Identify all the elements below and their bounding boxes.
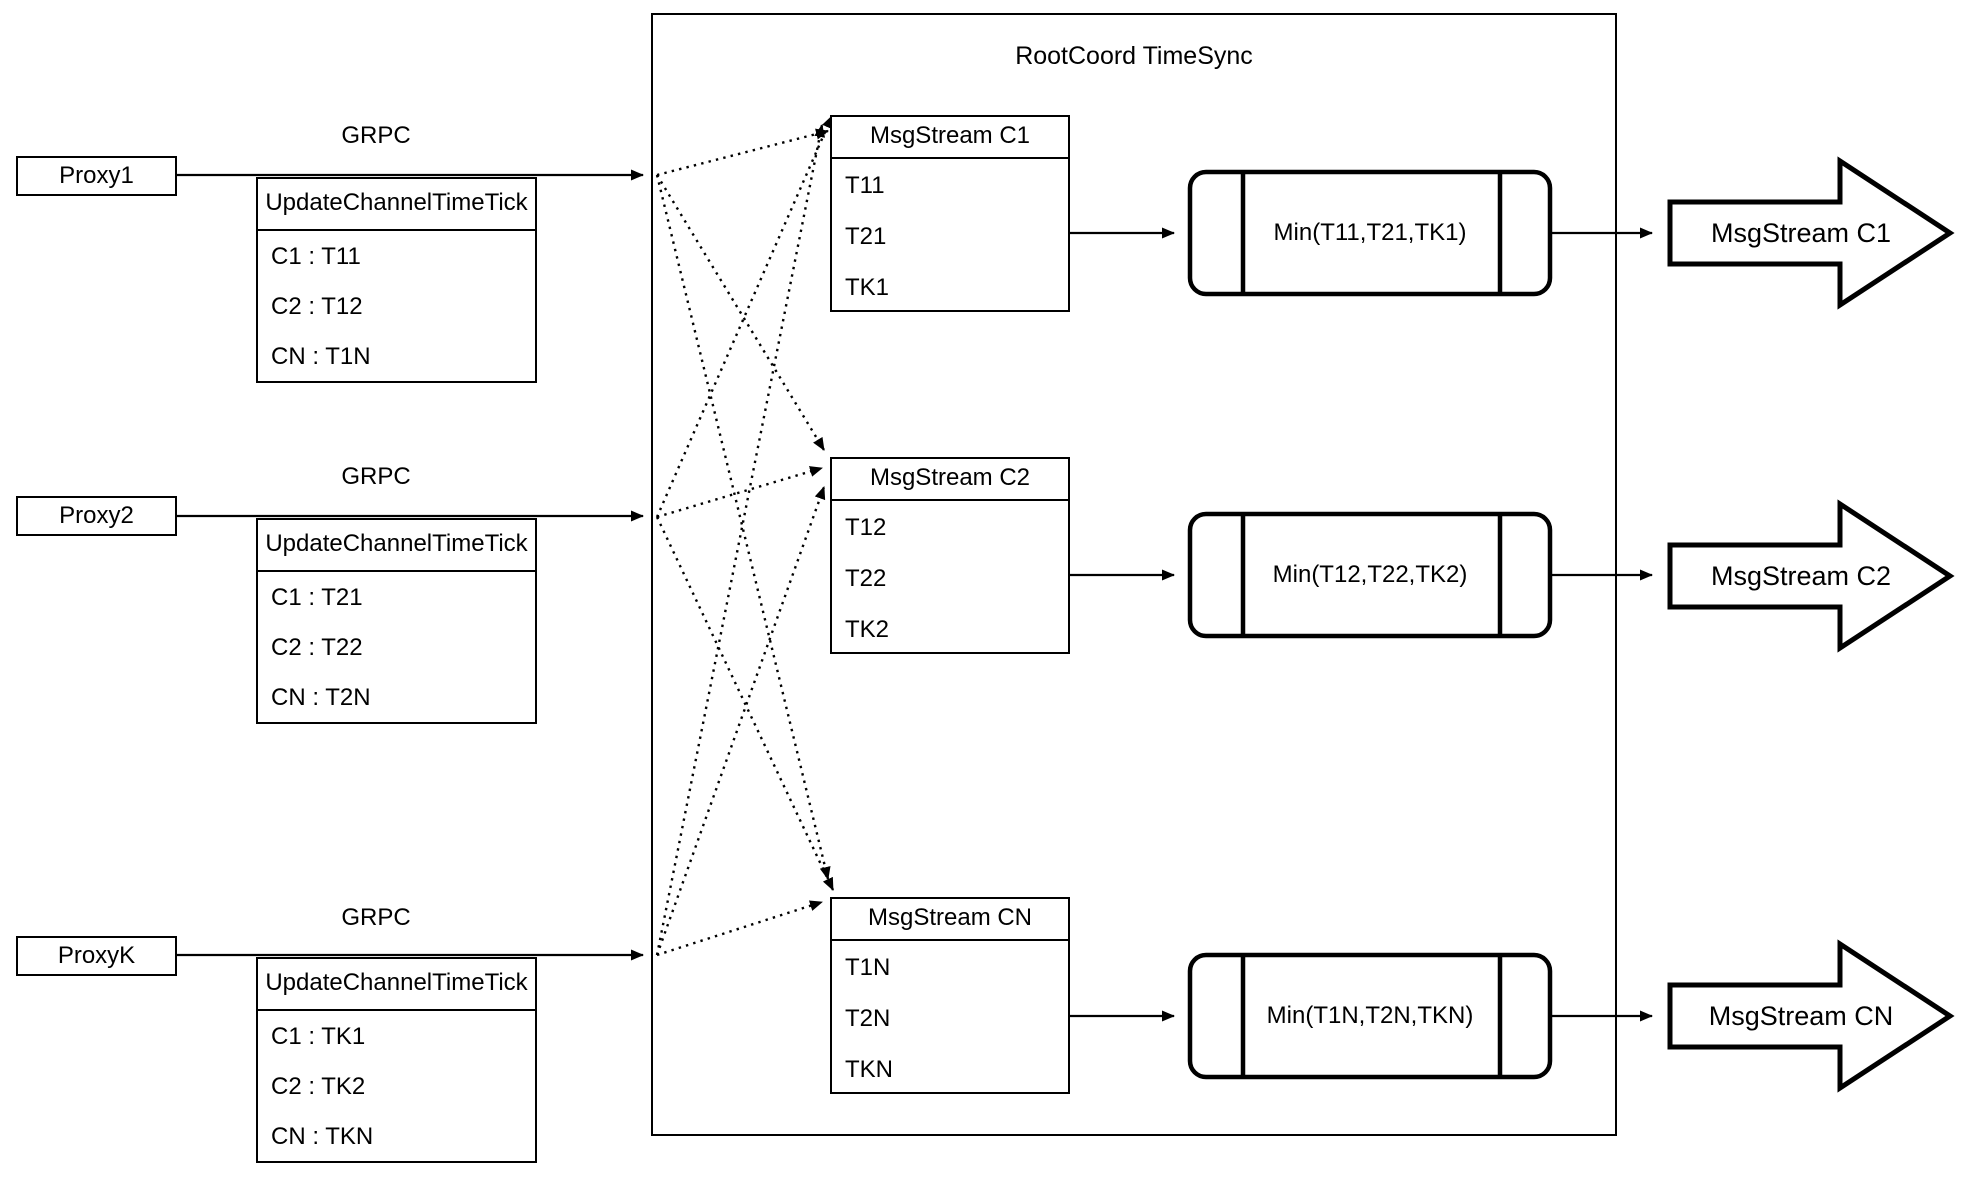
msgstream-table-c1: MsgStream C1 T11 T21 TK1 [830, 115, 1070, 312]
min-box-2 [1187, 511, 1553, 639]
grpc-label-3: GRPC [341, 904, 411, 931]
dispatch-arrow-p1-c2 [655, 174, 826, 451]
msgstream-table-header: MsgStream C2 [832, 459, 1068, 501]
min-boxes [1187, 169, 1553, 1080]
update-table-entry: CN : T2N [271, 684, 371, 711]
update-table-entry: C2 : T12 [271, 293, 363, 320]
msgstream-table-entry: T21 [845, 223, 887, 250]
update-table-entry: C1 : TK1 [271, 1023, 366, 1050]
dispatch-arrow-p2-cn [655, 516, 835, 891]
proxyk-box: ProxyK [16, 936, 177, 976]
msgstream-table-entry: T2N [845, 1005, 891, 1032]
grpc-arrows [177, 169, 644, 961]
proxy2-box: Proxy2 [16, 496, 177, 536]
update-timetick-table-3: UpdateChannelTimeTick C1 : TK1 C2 : TK2 … [256, 957, 537, 1163]
output-arrow-shape-c1 [1667, 156, 1955, 310]
min-label-3: Min(T1N,T2N,TKN) [1266, 1002, 1474, 1029]
update-timetick-table-1: UpdateChannelTimeTick C1 : T11 C2 : T12 … [256, 177, 537, 383]
proxy2-label: Proxy2 [59, 502, 134, 529]
proxyk-label: ProxyK [57, 942, 136, 969]
msgstream-table-entry: TKN [845, 1056, 893, 1083]
update-table-entry: C2 : TK2 [271, 1073, 366, 1100]
min-box-1 [1187, 169, 1553, 297]
rootcoord-container-title: RootCoord TimeSync [1015, 42, 1253, 70]
timetick-dispatch-arrows [655, 115, 835, 957]
msgstream-table-entry: TK1 [845, 274, 890, 301]
update-table-entry: C1 : T21 [271, 584, 363, 611]
update-table-header: UpdateChannelTimeTick [258, 520, 535, 572]
proxy1-label: Proxy1 [59, 162, 134, 189]
grpc-label-2: GRPC [341, 463, 411, 490]
min-label-2: Min(T12,T22,TK2) [1272, 561, 1468, 588]
min-box-3 [1187, 952, 1553, 1080]
msgstream-table-entry: T22 [845, 565, 887, 592]
min-label-1: Min(T11,T21,TK1) [1273, 219, 1467, 246]
min-to-output-arrows [1550, 227, 1653, 1022]
update-table-entry: CN : TKN [271, 1123, 374, 1150]
dispatch-arrow-p1-c1 [656, 128, 829, 177]
msgstream-table-entry: T11 [845, 172, 885, 199]
output-arrow-label-c1: MsgStream C1 [1710, 218, 1892, 248]
output-arrow-shape-c2 [1667, 499, 1955, 653]
msgstream-table-cn: MsgStream CN T1N T2N TKN [830, 897, 1070, 1094]
dispatch-arrow-pk-c2 [655, 486, 826, 956]
msgstream-table-header: MsgStream C1 [832, 117, 1068, 159]
output-block-arrows [1667, 156, 1955, 1093]
msgstream-table-c2: MsgStream C2 T12 T22 TK2 [830, 457, 1070, 654]
dispatch-arrow-p2-c1 [655, 115, 834, 518]
dispatch-arrow-p2-c2 [656, 466, 823, 519]
output-arrow-shape-cn [1667, 939, 1955, 1093]
grpc-label-1: GRPC [341, 122, 411, 149]
dispatch-arrow-p1-cn [655, 174, 831, 880]
msgstream-table-entry: T1N [845, 954, 891, 981]
dispatch-arrow-pk-cn [656, 900, 823, 957]
update-table-header: UpdateChannelTimeTick [258, 179, 535, 231]
msgstream-table-header: MsgStream CN [832, 899, 1068, 941]
msgstream-table-entry: T12 [845, 514, 887, 541]
dispatch-arrow-pk-c1 [655, 124, 826, 956]
update-table-header: UpdateChannelTimeTick [258, 959, 535, 1011]
update-table-entry: C2 : T22 [271, 634, 363, 661]
update-table-entry: CN : T1N [271, 343, 371, 370]
update-timetick-table-2: UpdateChannelTimeTick C1 : T21 C2 : T22 … [256, 518, 537, 724]
msgstream-to-min-arrows [1070, 227, 1175, 1022]
update-table-entry: C1 : T11 [271, 243, 361, 270]
output-arrow-label-c2: MsgStream C2 [1710, 561, 1892, 591]
msgstream-table-entry: TK2 [845, 616, 890, 643]
output-arrow-label-cn: MsgStream CN [1708, 1001, 1894, 1031]
proxy1-box: Proxy1 [16, 156, 177, 196]
